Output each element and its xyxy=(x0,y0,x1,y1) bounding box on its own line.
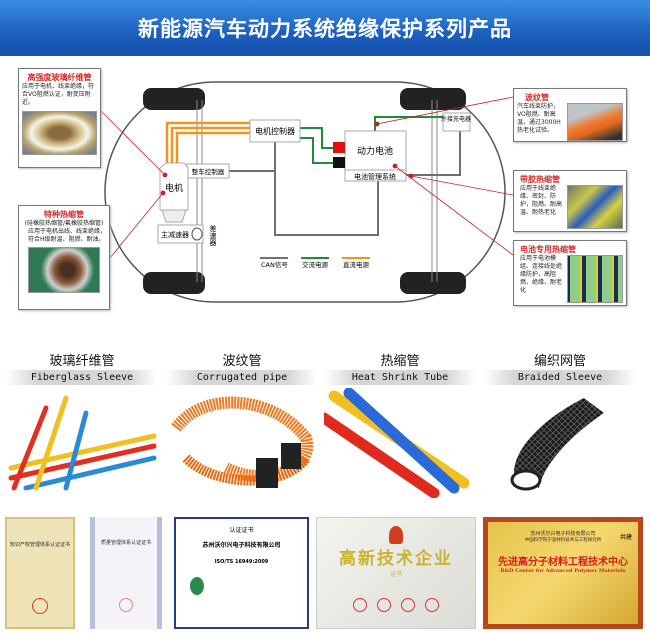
battery-cells-photo xyxy=(567,255,623,303)
vehicle-controller-label: 整车控制器 xyxy=(192,167,225,176)
main-reducer-label: 主减速器 xyxy=(161,230,189,239)
product-name-en: Corrugated pipe xyxy=(166,370,318,385)
flame-logo-icon xyxy=(389,526,403,544)
ac-power-lines xyxy=(300,116,443,164)
plaque-line2: 中国科学院宁波材料技术与工程研究所 xyxy=(524,538,602,543)
plaque-title: 先进高分子材料工程技术中心 xyxy=(498,557,628,568)
callout-title: 带胶热缩管 xyxy=(520,175,560,184)
globe-icon xyxy=(190,577,204,595)
stator-photo xyxy=(28,247,100,293)
wheel xyxy=(143,88,466,294)
product-corrugated-pipe[interactable]: 波纹管 Corrugated pipe xyxy=(166,354,318,502)
callout-leaders xyxy=(99,96,514,259)
header-banner: 新能源汽车动力系统绝缘保护系列产品 xyxy=(0,0,650,56)
callout-desc: 应用于线束绝缘、密封、防护，阻燃、耐高温、耐热老化 xyxy=(520,185,563,216)
certificate-iso-ts16949[interactable]: 认证证书 苏州沃尔兴电子科技有限公司 ISO/TS 16949:2009 xyxy=(174,517,309,629)
heat-shrink-tube-image xyxy=(318,387,476,499)
external-charger-label: 外接充电器 xyxy=(441,115,471,123)
can-lines xyxy=(228,130,461,236)
callout-desc: 应用于电机出线、线束绝缘，符合H级耐温、阻燃、耐油。 xyxy=(28,228,107,243)
seal-icon xyxy=(119,598,133,612)
product-name-cn: 编织网管 xyxy=(533,354,586,369)
legend-dc: 直流电源 xyxy=(343,260,370,269)
negative-terminal xyxy=(333,157,345,168)
callout-title: 特种热缩管 xyxy=(44,210,84,219)
product-name-en: Fiberglass Sleeve xyxy=(6,370,158,385)
product-name-cn: 玻璃纤维管 xyxy=(49,354,115,369)
certificate-quality-management[interactable]: 质量管理体系认证证书 xyxy=(90,517,162,629)
bms-label: 电池管理系统 xyxy=(354,172,396,181)
certificate-high-tech-enterprise[interactable]: 高新技术企业 证书 xyxy=(316,517,476,629)
callout-desc: 应用于电机、线束绝缘，符合VO阻燃认证，耐变压附近。 xyxy=(22,83,95,106)
callout-adhesive-heat-shrink: 带胶热缩管 应用于线束绝缘、密封、防护，阻燃、耐高温、耐热老化 xyxy=(513,170,627,232)
fiberglass-sleeve-image xyxy=(6,388,158,498)
callout-corrugated: 波纹管 汽车线束防护，VO阻燃、耐高温，通过3000H热老化试验。 xyxy=(513,88,627,142)
callout-desc: 汽车线束防护，VO阻燃、耐高温，通过3000H热老化试验。 xyxy=(517,103,561,134)
product-name-cn: 波纹管 xyxy=(222,354,262,369)
seal-icon xyxy=(32,598,48,614)
differential-label: 差速器 xyxy=(209,224,217,247)
callout-title: 高强度玻璃纤维管 xyxy=(27,73,92,82)
powertrain-diagram: 电机控制器 动力电池 电池管理系统 整车控制器 电机 主减速器 差速器 外接充电… xyxy=(99,81,514,303)
callout-subtitle: (硅橡胶热缩管/氟橡胶热缩管) xyxy=(24,220,104,227)
certificate-ip-management[interactable]: 知识产权管理体系认证证书 xyxy=(5,517,75,629)
power-battery-label: 动力电池 xyxy=(357,145,393,157)
callout-fiberglass: 高强度玻璃纤维管 应用于电机、线束绝缘，符合VO阻燃认证，耐变压附近。 xyxy=(18,68,101,168)
certificate-title: 质量管理体系认证证书 xyxy=(100,540,151,546)
callout-title: 电池专用热缩管 xyxy=(520,245,576,254)
plaque-tag: 共建 xyxy=(619,534,632,541)
callout-battery-heat-shrink: 电池专用热缩管 应用于电池模组、连接线处绝缘防护，高阻燃、绝缘、耐老化 xyxy=(513,240,627,306)
wiring-photo xyxy=(567,103,623,141)
dc-power-lines xyxy=(165,121,250,163)
certificate-title: 认证证书 xyxy=(229,527,254,534)
product-name-en: Braided Sleeve xyxy=(484,370,636,385)
product-fiberglass-sleeve[interactable]: 玻璃纤维管 Fiberglass Sleeve xyxy=(6,354,158,502)
certificate-title: 高新技术企业 xyxy=(339,549,453,569)
page-title: 新能源汽车动力系统绝缘保护系列产品 xyxy=(138,17,512,41)
callout-desc: 应用于电池模组、连接线处绝缘防护，高阻燃、绝缘、耐老化 xyxy=(520,255,563,294)
certificate-standard: ISO/TS 16949:2009 xyxy=(214,559,269,565)
legend-ac: 交流电源 xyxy=(302,260,329,269)
plaque-line1: 苏州沃尔兴电子科技有限公司 xyxy=(530,531,596,537)
braided-sleeve-image xyxy=(484,388,636,498)
motor-controller-label: 电机控制器 xyxy=(255,126,295,136)
certificate-subtitle: 证书 xyxy=(389,571,402,578)
plaque-rd-center[interactable]: 苏州沃尔兴电子科技有限公司 中国科学院宁波材料技术与工程研究所 共建 先进高分子… xyxy=(483,517,643,629)
motor-winding-photo xyxy=(22,111,97,155)
certificate-company: 苏州沃尔兴电子科技有限公司 xyxy=(202,542,281,549)
legend: CAN信号 交流电源 直流电源 xyxy=(260,257,370,269)
car-outline xyxy=(104,81,506,303)
harness-photo xyxy=(567,185,623,229)
motor-label: 电机 xyxy=(165,182,183,194)
corrugated-pipe-image xyxy=(166,388,318,498)
certificate-title: 知识产权管理体系认证证书 xyxy=(9,542,70,548)
plaque-title-en: R&D Center for Advanced Polymer Material… xyxy=(500,568,626,574)
positive-terminal xyxy=(333,142,345,153)
callout-title: 波纹管 xyxy=(525,93,549,102)
product-name-cn: 热缩管 xyxy=(380,354,420,369)
product-braided-sleeve[interactable]: 编织网管 Braided Sleeve xyxy=(484,354,636,502)
product-name-en: Heat Shrink Tube xyxy=(324,370,476,385)
legend-can: CAN信号 xyxy=(261,260,288,269)
product-heat-shrink-tube[interactable]: 热缩管 Heat Shrink Tube xyxy=(318,354,476,502)
callout-special-heat-shrink: 特种热缩管 (硅橡胶热缩管/氟橡胶热缩管) 应用于电机出线、线束绝缘，符合H级耐… xyxy=(18,205,110,310)
